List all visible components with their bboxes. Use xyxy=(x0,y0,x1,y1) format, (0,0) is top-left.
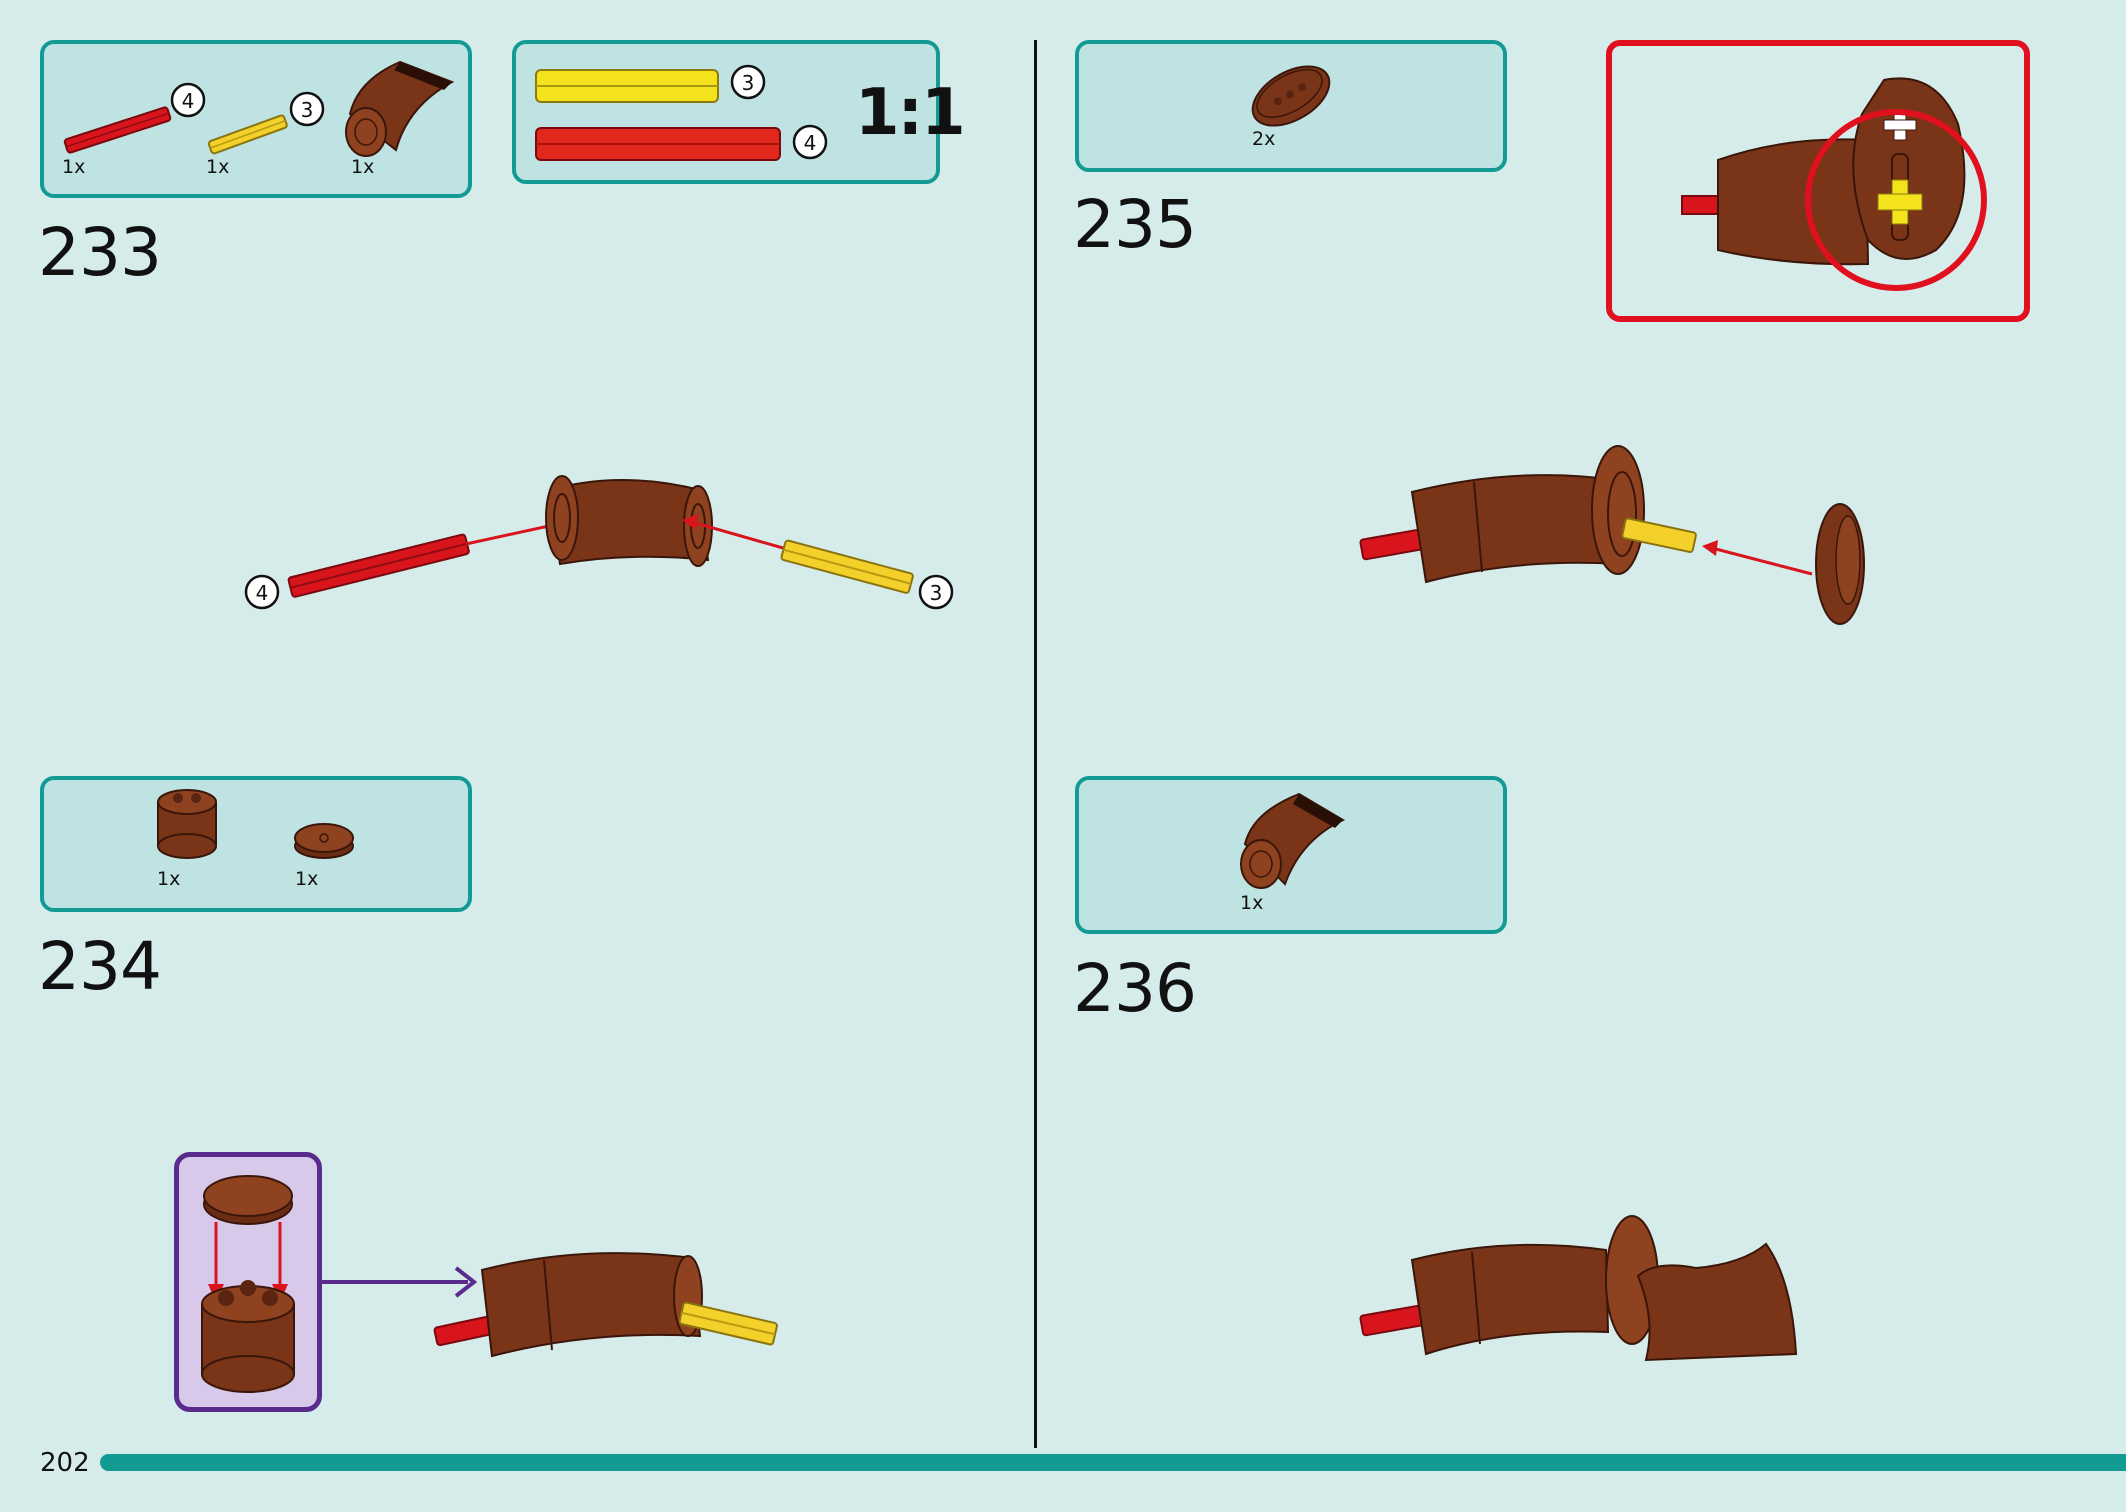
part-qty: 1x xyxy=(351,156,375,178)
callout-number: 3 xyxy=(930,581,943,605)
round-brick-part xyxy=(157,789,217,859)
callout-number: 3 xyxy=(742,71,755,95)
parts-box-step-234 xyxy=(40,776,472,912)
arrow-icon xyxy=(1711,546,1813,576)
step-236-build-art xyxy=(1359,1215,1798,1362)
part-qty: 1x xyxy=(295,868,319,890)
arrow-icon xyxy=(465,522,559,546)
subassembly-art xyxy=(201,1175,295,1393)
callout-circle-icon xyxy=(730,64,766,100)
footer-bar xyxy=(100,1454,2126,1471)
part-qty: 1x xyxy=(206,156,230,178)
step-233-build-art: 4 3 xyxy=(244,475,954,610)
callout-number: 4 xyxy=(182,89,195,113)
part-qty: 2x xyxy=(1252,128,1276,150)
yellow-axle-part xyxy=(207,114,288,155)
step-234-parts-art xyxy=(157,789,354,859)
red-axle-part xyxy=(63,106,172,154)
part-qty: 1x xyxy=(62,156,86,178)
callout-number: 4 xyxy=(256,581,269,605)
callout-circle-icon xyxy=(792,124,828,160)
part-qty: 1x xyxy=(157,868,181,890)
step-235-build-art xyxy=(1359,445,1865,625)
page-divider xyxy=(1034,40,1037,1448)
callout-number: 3 xyxy=(301,98,314,122)
step-number-236: 236 xyxy=(1073,950,1197,1027)
step-233-parts-art: 4 3 xyxy=(63,60,455,157)
yellow-axle-part xyxy=(780,539,914,594)
scale-label: 1:1 xyxy=(855,76,966,150)
step-number-234: 234 xyxy=(38,928,162,1005)
callout-detail-art xyxy=(1681,77,1987,291)
callout-number: 4 xyxy=(804,131,817,155)
step-235-parts-art xyxy=(1251,65,1331,127)
callout-circle-icon xyxy=(244,574,280,610)
oval-plate-part xyxy=(1251,65,1331,127)
curved-brick-part xyxy=(545,475,713,567)
scale-box-art: 3 4 xyxy=(535,64,828,161)
step-number-235: 235 xyxy=(1073,186,1197,263)
page-number: 202 xyxy=(40,1448,90,1478)
callout-circle-icon xyxy=(918,574,954,610)
step-234-build-art xyxy=(322,1252,778,1358)
red-axle-part xyxy=(287,533,470,598)
callout-circle-icon xyxy=(289,91,325,127)
curved-brick-part xyxy=(345,60,455,157)
step-number-233: 233 xyxy=(38,214,162,291)
round-tile-part xyxy=(294,823,354,859)
callout-circle-icon xyxy=(1805,109,1987,291)
part-qty: 1x xyxy=(1240,892,1264,914)
step-236-parts-art xyxy=(1240,792,1346,889)
callout-circle-icon xyxy=(170,82,206,118)
arrow-icon xyxy=(691,520,791,552)
curved-brick-part xyxy=(1240,792,1346,889)
callout-detail-box xyxy=(1606,40,2030,322)
